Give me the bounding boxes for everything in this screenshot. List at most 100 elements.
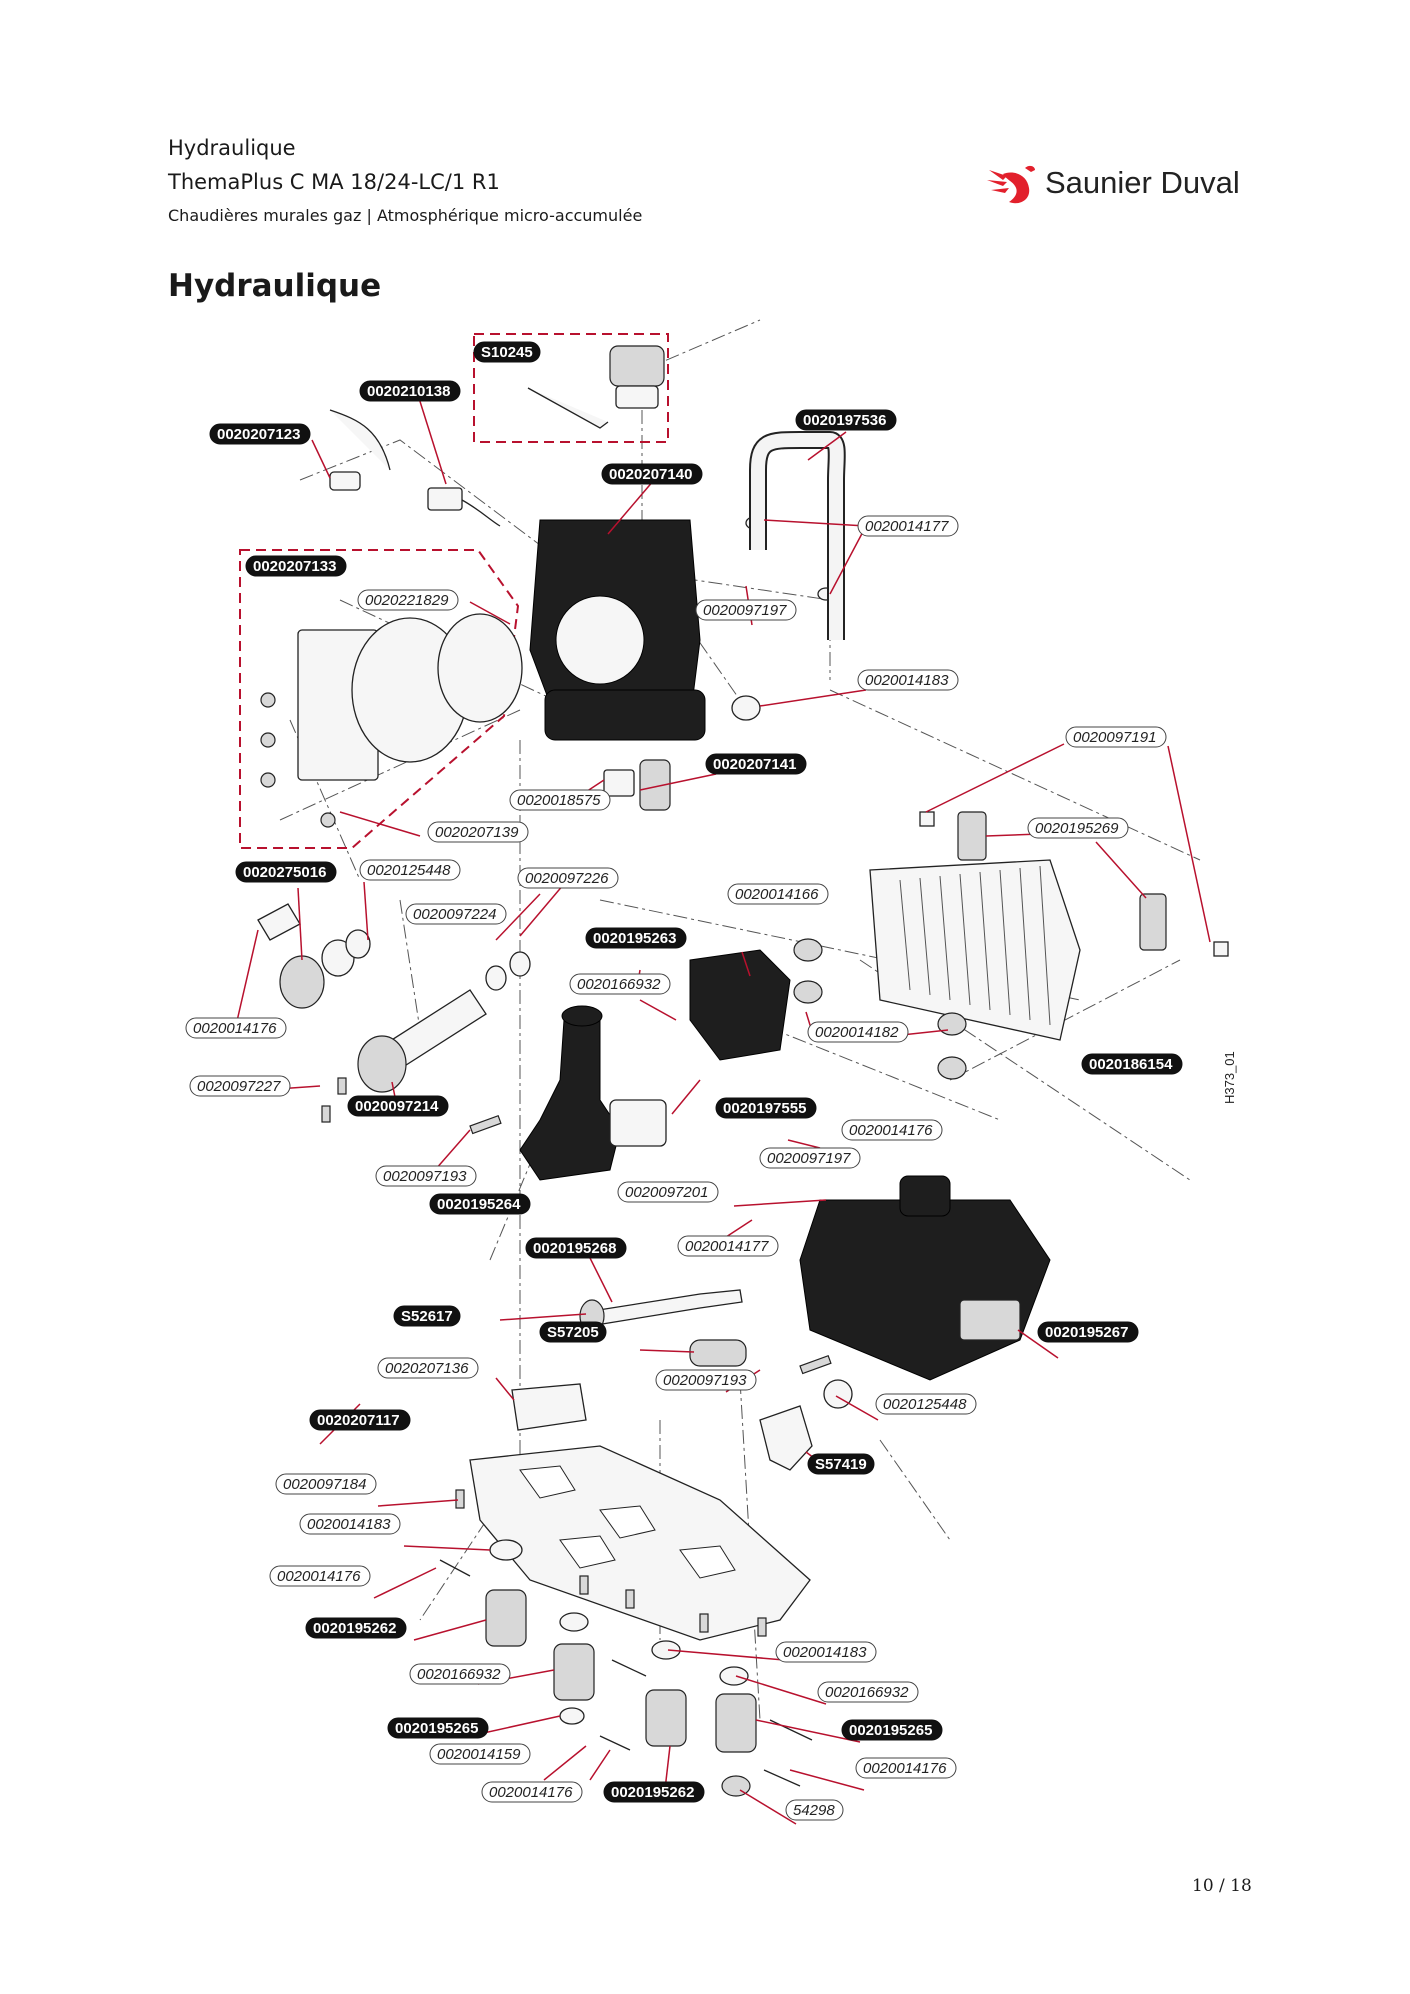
- part-label-box: [209, 423, 311, 445]
- part-number: 0020097184: [283, 1476, 366, 1493]
- part-label-box: [785, 1799, 844, 1821]
- part-number: 0020195268: [533, 1240, 616, 1257]
- part-number: 0020014182: [815, 1024, 899, 1041]
- part-label: 0020014177: [677, 1235, 779, 1257]
- part-number: 0020195264: [437, 1196, 521, 1213]
- part-label-box: [189, 1075, 291, 1097]
- part-label: 0020207133: [245, 555, 347, 577]
- part-number: 0020014183: [307, 1516, 391, 1533]
- part-label: 0020125448: [875, 1393, 977, 1415]
- part-label: 0020014176: [269, 1565, 371, 1587]
- section-title: Hydraulique: [168, 268, 382, 304]
- part-label: 0020014183: [857, 669, 959, 691]
- part-label: 0020097197: [695, 599, 797, 621]
- part-label: 0020186154: [1081, 1053, 1183, 1075]
- part-label: 0020097227: [189, 1075, 291, 1097]
- part-label-box: [807, 1021, 909, 1043]
- part-number: 0020195269: [1035, 820, 1119, 837]
- part-number: 0020097224: [413, 906, 496, 923]
- part-label-box: [387, 1717, 489, 1739]
- part-label-box: [517, 867, 619, 889]
- page-number: 10 / 18: [1192, 1876, 1252, 1896]
- part-label: 54298: [785, 1799, 844, 1821]
- part-label-box: [429, 1743, 531, 1765]
- part-label: 0020210138: [359, 380, 461, 402]
- part-number: 0020207136: [385, 1360, 469, 1377]
- part-number: 0020014166: [735, 886, 819, 903]
- part-label-box: [727, 883, 829, 905]
- part-label-box: [601, 463, 703, 485]
- part-number: 0020207133: [253, 558, 336, 575]
- part-number: 0020207140: [609, 466, 692, 483]
- part-number: S52617: [401, 1308, 453, 1325]
- part-label-box: [185, 1017, 287, 1039]
- part-label: 0020014176: [185, 1017, 287, 1039]
- part-number: 0020014176: [849, 1122, 933, 1139]
- part-label: 0020097214: [347, 1095, 449, 1117]
- part-label-box: [357, 589, 459, 611]
- kit-box-s10245: [473, 333, 669, 443]
- part-label: S10245: [473, 341, 541, 363]
- part-number: 0020195262: [313, 1620, 396, 1637]
- part-number: 0020207139: [435, 824, 519, 841]
- part-number: 0020014176: [193, 1020, 277, 1037]
- part-number: 0020195262: [611, 1784, 694, 1801]
- part-label-box: [539, 1321, 607, 1343]
- part-label-box: [1065, 726, 1167, 748]
- part-number: 0020166932: [825, 1684, 909, 1701]
- part-label: S57205: [539, 1321, 607, 1343]
- part-number: 0020207123: [217, 426, 300, 443]
- header-model: ThemaPlus C MA 18/24-LC/1 R1: [168, 170, 500, 194]
- part-number: 0020275016: [243, 864, 326, 881]
- part-number: 0020186154: [1089, 1056, 1173, 1073]
- part-label: 0020275016: [235, 861, 337, 883]
- saunier-duval-bird-logo: [987, 165, 1035, 204]
- part-label: 0020195265: [387, 1717, 489, 1739]
- part-label-box: [807, 1453, 875, 1475]
- part-label-box: [705, 753, 807, 775]
- part-label-box: [473, 341, 541, 363]
- part-number: 0020195265: [395, 1720, 478, 1737]
- part-label-box: [841, 1719, 943, 1741]
- part-label-box: [715, 1097, 817, 1119]
- part-number: 0020014177: [865, 518, 949, 535]
- part-label: 0020221829: [357, 589, 459, 611]
- part-number: 0020197536: [803, 412, 886, 429]
- part-label: 0020197536: [795, 409, 897, 431]
- part-label: 0020195269: [1027, 817, 1129, 839]
- part-label: 0020207117: [309, 1409, 411, 1431]
- part-label: 0020195265: [841, 1719, 943, 1741]
- part-label: 0020207136: [377, 1357, 479, 1379]
- part-label: S52617: [393, 1305, 461, 1327]
- part-label-box: [857, 515, 959, 537]
- part-number: 0020125448: [367, 862, 451, 879]
- part-label-box: [309, 1409, 411, 1431]
- part-label: 0020097201: [617, 1181, 719, 1203]
- part-label: 0020166932: [569, 973, 671, 995]
- part-label: 0020014176: [855, 1757, 957, 1779]
- part-number: 0020195267: [1045, 1324, 1128, 1341]
- part-label: 0020097191: [1065, 726, 1167, 748]
- part-label-box: [677, 1235, 779, 1257]
- part-label: 0020014159: [429, 1743, 531, 1765]
- part-label-box: [655, 1369, 757, 1391]
- part-label: 0020097226: [517, 867, 619, 889]
- part-label-box: [481, 1781, 583, 1803]
- part-number: 0020018575: [517, 792, 601, 809]
- part-label-box: [569, 973, 671, 995]
- part-label-box: [409, 1663, 511, 1685]
- part-label: 0020197555: [715, 1097, 817, 1119]
- part-label-box: [359, 380, 461, 402]
- part-label-box: [427, 821, 529, 843]
- part-number: 0020014176: [863, 1760, 947, 1777]
- part-label-box: [1037, 1321, 1139, 1343]
- part-number: 0020097193: [663, 1372, 747, 1389]
- part-label: 0020097197: [759, 1147, 861, 1169]
- part-label: 0020195262: [305, 1617, 407, 1639]
- part-label-box: [245, 555, 347, 577]
- part-number: 0020195263: [593, 930, 676, 947]
- part-label: 0020207123: [209, 423, 311, 445]
- header-description: Chaudières murales gaz | Atmosphérique m…: [168, 206, 643, 225]
- part-number: 0020197555: [723, 1100, 806, 1117]
- part-number: 0020097191: [1073, 729, 1156, 746]
